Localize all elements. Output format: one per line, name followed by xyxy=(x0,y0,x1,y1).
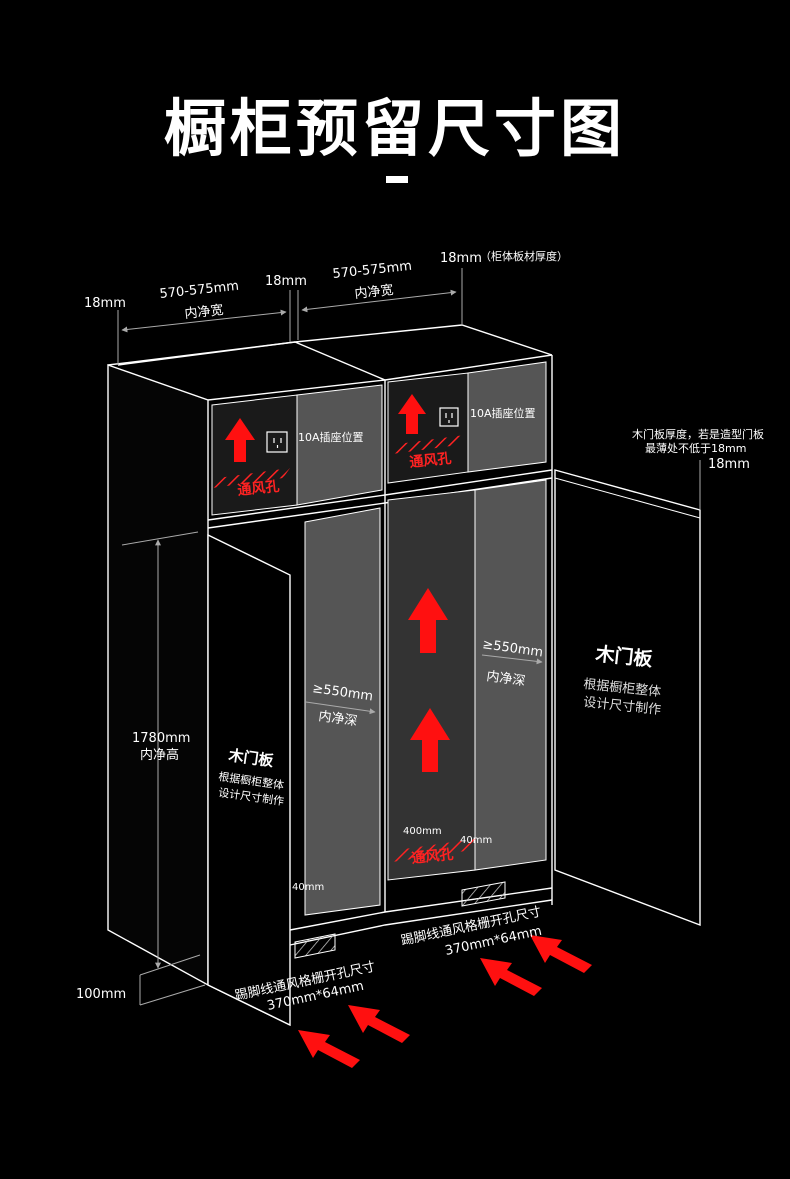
vent-bottom xyxy=(392,838,480,862)
dim-height-label: 内净高 xyxy=(140,747,179,763)
dim-depth-left-label: 内净深 xyxy=(317,708,358,729)
dim-right-width: 570-575mm xyxy=(332,259,413,282)
arrow-up-icon xyxy=(408,588,448,653)
socket-icon-right xyxy=(439,407,459,427)
dim-vent-depth-left: 40mm xyxy=(292,882,324,893)
dim-left-width: 570-575mm xyxy=(159,279,240,302)
dim-depth-right-label: 内净深 xyxy=(485,668,526,689)
dim-vent-depth: 40mm xyxy=(460,835,492,846)
lower-left-back xyxy=(304,507,381,916)
dim-right-thickness-note: （柜体板材厚度） xyxy=(480,249,568,263)
vent-upper-right xyxy=(392,435,465,454)
socket-label-left: 10A插座位置 xyxy=(298,430,364,444)
arrow-intake-icon xyxy=(348,1005,410,1043)
dim-left-thickness: 18mm xyxy=(84,296,126,311)
dim-left-width-label: 内净宽 xyxy=(184,302,224,322)
socket-icon-left xyxy=(266,431,288,453)
dim-middle-thickness: 18mm xyxy=(265,274,307,289)
arrow-up-icon xyxy=(398,394,426,434)
dim-plinth-height: 100mm xyxy=(76,987,126,1002)
grille-right xyxy=(461,881,506,907)
arrow-up-icon xyxy=(410,708,450,772)
door-thickness-note1: 木门板厚度，若是造型门板 xyxy=(632,427,764,441)
left-door xyxy=(207,533,291,1027)
vent-upper-left xyxy=(212,468,290,488)
dim-vent-width: 400mm xyxy=(403,826,442,837)
door-thickness-note2: 最薄处不低于18mm xyxy=(645,441,746,455)
arrow-intake-icon xyxy=(480,958,542,996)
page-title: 橱柜预留尺寸图 xyxy=(163,92,626,165)
grille-left xyxy=(294,933,336,959)
lower-right-inner xyxy=(387,489,476,881)
right-door xyxy=(554,469,701,927)
arrow-intake-icon xyxy=(530,935,592,973)
vent-label-left: 通风孔 xyxy=(237,479,280,499)
socket-label-right: 10A插座位置 xyxy=(470,406,536,420)
back-panels xyxy=(211,361,547,916)
vent-label-bottom: 通风孔 xyxy=(411,847,454,867)
dim-right-thickness: 18mm xyxy=(440,251,482,266)
door-thickness: 18mm xyxy=(708,457,750,472)
vent-label-right: 通风孔 xyxy=(409,451,452,471)
airflow-arrows xyxy=(225,394,592,1068)
dimension-lines xyxy=(117,268,701,1006)
dim-right-width-label: 内净宽 xyxy=(354,282,394,302)
title-underline xyxy=(386,176,408,183)
upper-left-back xyxy=(296,384,383,506)
dim-height: 1780mm xyxy=(132,731,190,746)
arrow-intake-icon xyxy=(298,1030,360,1068)
arrow-up-icon xyxy=(225,418,255,462)
